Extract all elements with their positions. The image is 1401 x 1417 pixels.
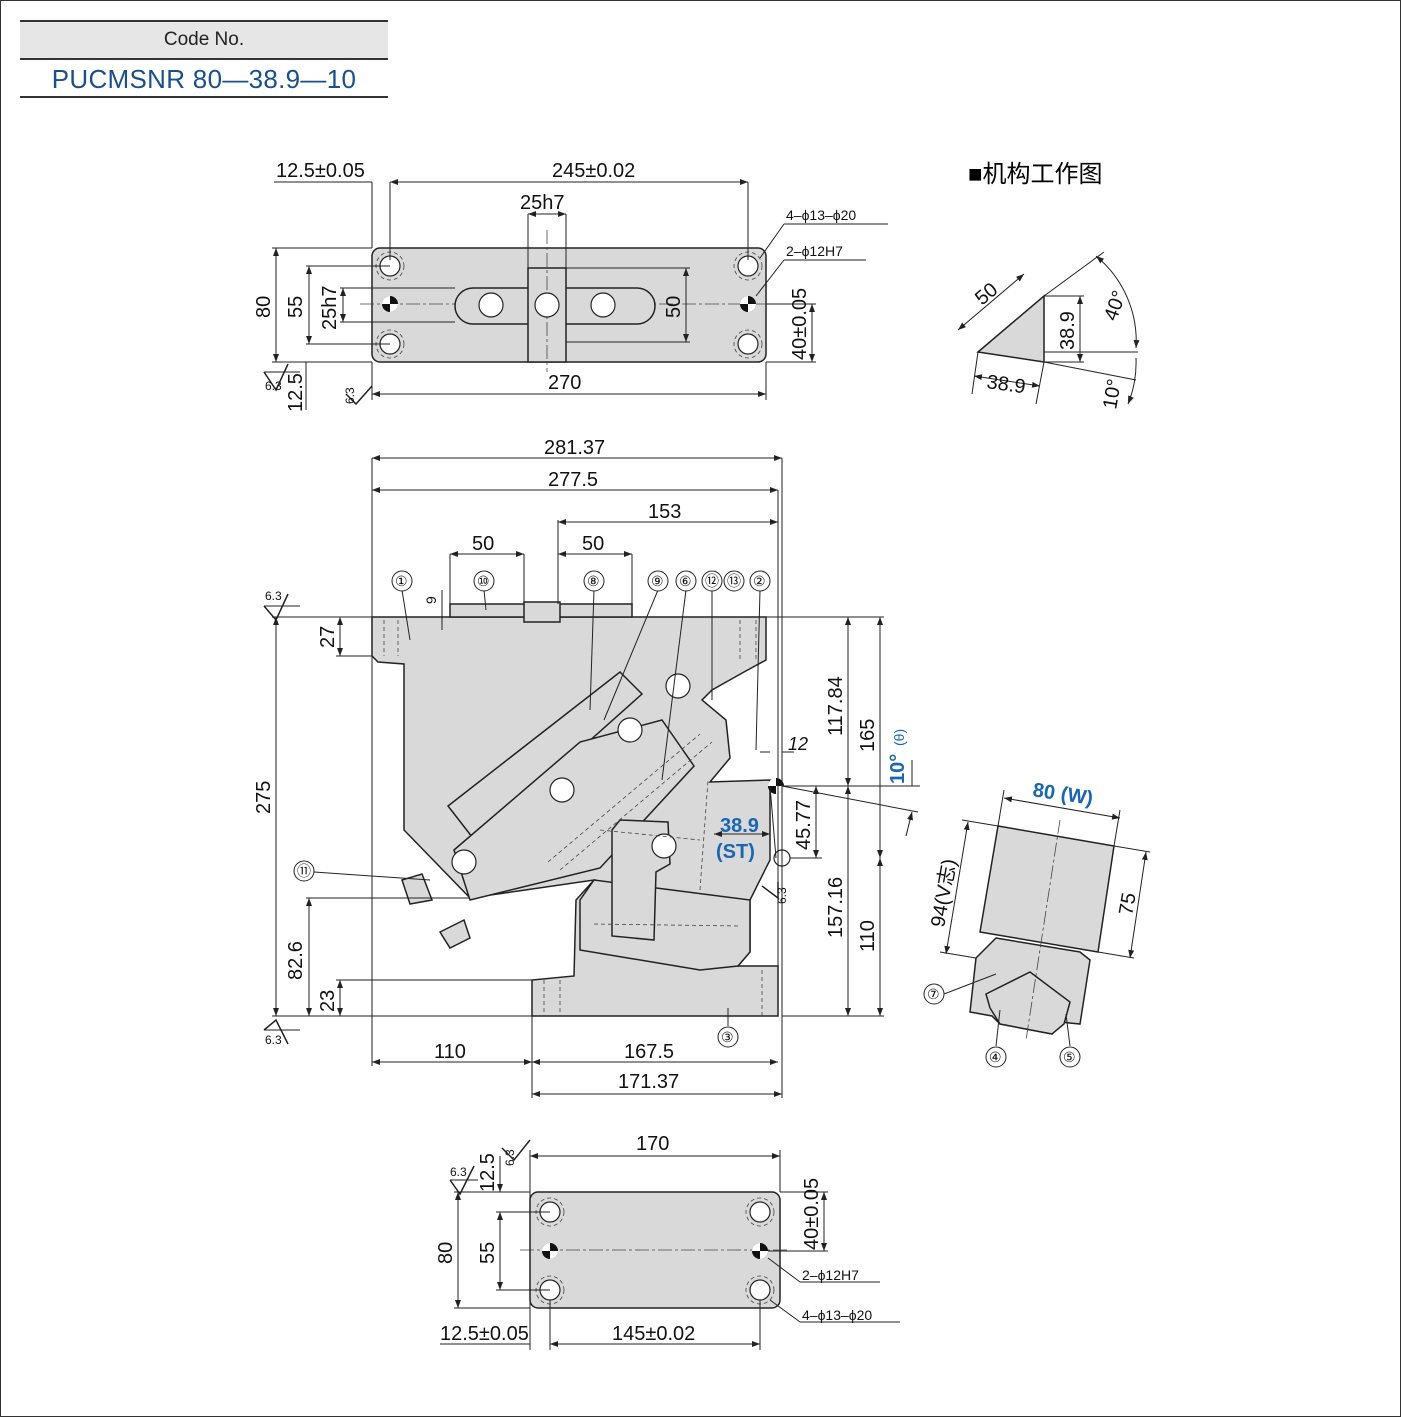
dim-st-sym: (ST) (716, 841, 755, 863)
front-callouts: ① ⑩ ⑧ ⑨ ⑥ ⑫ ⑬ ② ⑪ ③ (293, 570, 771, 1048)
rough-front-a: 6.3 (265, 589, 282, 603)
dim-80-top: 80 (253, 296, 275, 318)
dim-25h7-top: 25h7 (520, 192, 565, 214)
callout-2: ② (753, 573, 766, 589)
callout-11: ⑪ (297, 863, 311, 879)
dim-25h7-side: 25h7 (319, 286, 341, 331)
callout-5: ⑤ (1063, 1049, 1076, 1065)
dim-171-37: 171.37 (618, 1071, 679, 1093)
bottom-dim-holes-b: 2–ϕ12H7 (802, 1267, 859, 1283)
mech-dim-38-9-h: 38.9 (985, 371, 1027, 398)
dim-165: 165 (857, 719, 879, 752)
dim-117-84: 117.84 (825, 676, 847, 736)
dim-50-top: 50 (663, 296, 685, 318)
mech-angle-10: 10° (1099, 377, 1126, 411)
side-dim-75: 75 (1115, 891, 1141, 917)
dim-12-5-bottom: 12.5 (285, 373, 307, 412)
dim-40-top: 40±0.05 (789, 288, 811, 360)
side-dim-w-sym: (W) (1059, 783, 1094, 810)
callout-8: ⑧ (587, 573, 600, 589)
dim-9: 9 (423, 596, 439, 604)
front-cam (453, 719, 695, 901)
side-dim-w-val: 80 (1031, 779, 1056, 804)
bottom-holes (535, 1197, 775, 1305)
dim-110-h: 110 (434, 1041, 466, 1063)
rough-top-a: 6.3 (265, 379, 282, 393)
dim-110-v: 110 (857, 920, 879, 952)
mechanism-diagram: ■机构工作图 50 38.9 38.9 40° 10° (957, 161, 1140, 411)
front-screw-2 (438, 918, 471, 949)
code-value: PUCMSNR 80—38.9—10 (20, 60, 388, 98)
code-label: Code No. (20, 20, 388, 60)
dim-st-val: 38.9 (720, 815, 759, 837)
rough-bottom-b: 6.3 (503, 1149, 517, 1166)
callout-12: ⑫ (705, 573, 719, 589)
mechanism-title: ■机构工作图 (968, 161, 1103, 188)
callout-7: ⑦ (927, 986, 940, 1002)
callout-6: ⑥ (679, 573, 692, 589)
rough-front-c: 6.3 (775, 887, 789, 904)
callout-1: ① (395, 573, 408, 589)
bottom-dim-12-5: 12.5 (477, 1153, 499, 1192)
code-box: Code No. PUCMSNR 80—38.9—10 (20, 20, 388, 98)
bottom-dim-80: 80 (435, 1242, 457, 1264)
side-vee (985, 971, 1071, 1035)
mech-dim-38-9-v: 38.9 (1057, 311, 1079, 350)
rough-bottom-a: 6.3 (450, 1165, 467, 1179)
dim-23: 23 (317, 990, 339, 1012)
dim-50-b: 50 (582, 533, 604, 555)
dim-50-a: 50 (472, 533, 494, 555)
dim-holes-b: 2–ϕ12H7 (786, 243, 843, 259)
side-view: 80 (W) 94(V志) 75 ⑦ ④ ⑤ (923, 779, 1151, 1068)
bottom-view: 170 12.5 80 55 40±0.05 2–ϕ12H7 4–ϕ13–ϕ20… (435, 1133, 900, 1350)
front-slide-bar (446, 671, 644, 844)
callout-13: ⑬ (727, 573, 741, 589)
dim-157-16: 157.16 (825, 877, 847, 938)
mech-angle-40: 40° (1100, 288, 1131, 324)
callout-10: ⑩ (477, 573, 490, 589)
side-upper-block (979, 825, 1115, 953)
front-screw (401, 873, 434, 905)
callout-3: ③ (721, 1029, 734, 1045)
bottom-dim-170: 170 (636, 1133, 669, 1155)
bottom-dim-12-5-b: 12.5±0.05 (440, 1323, 529, 1345)
dim-12: 12 (788, 734, 808, 754)
bottom-dim-55: 55 (477, 1242, 499, 1264)
callout-4: ④ (989, 1049, 1002, 1065)
dim-245: 245±0.02 (552, 160, 635, 182)
dim-theta-sym: (θ) (891, 729, 907, 746)
dim-45-77: 45.77 (793, 800, 815, 850)
dim-167-5: 167.5 (624, 1041, 674, 1063)
bottom-dim-holes-a: 4–ϕ13–ϕ20 (802, 1307, 872, 1323)
bottom-dim-145: 145±0.02 (612, 1323, 695, 1345)
mech-dim-50: 50 (971, 279, 1002, 310)
front-view: 281.37 277.5 153 50 50 9 27 275 82.6 23 … (253, 437, 920, 1098)
dim-270: 270 (548, 372, 581, 394)
top-holes (375, 251, 763, 359)
dim-277-5: 277.5 (548, 469, 598, 491)
dim-theta-deg: 10° (887, 754, 909, 784)
top-view: 12.5±0.05 245±0.02 25h7 4–ϕ13–ϕ20 2–ϕ12H… (253, 160, 888, 412)
dim-55-top: 55 (285, 296, 307, 318)
callout-9: ⑨ (651, 573, 664, 589)
rough-top-b: 6.3 (343, 387, 357, 404)
bottom-dim-40: 40±0.05 (801, 1178, 823, 1250)
dim-12-5-top: 12.5±0.05 (276, 160, 365, 182)
dim-281-37: 281.37 (544, 437, 605, 459)
rough-front-b: 6.3 (265, 1033, 282, 1047)
dim-82-6: 82.6 (285, 941, 307, 980)
dim-holes-a: 4–ϕ13–ϕ20 (786, 207, 856, 223)
dim-275: 275 (253, 781, 275, 814)
dim-27: 27 (317, 626, 339, 648)
front-top-key (523, 601, 561, 623)
dim-153: 153 (648, 501, 681, 523)
